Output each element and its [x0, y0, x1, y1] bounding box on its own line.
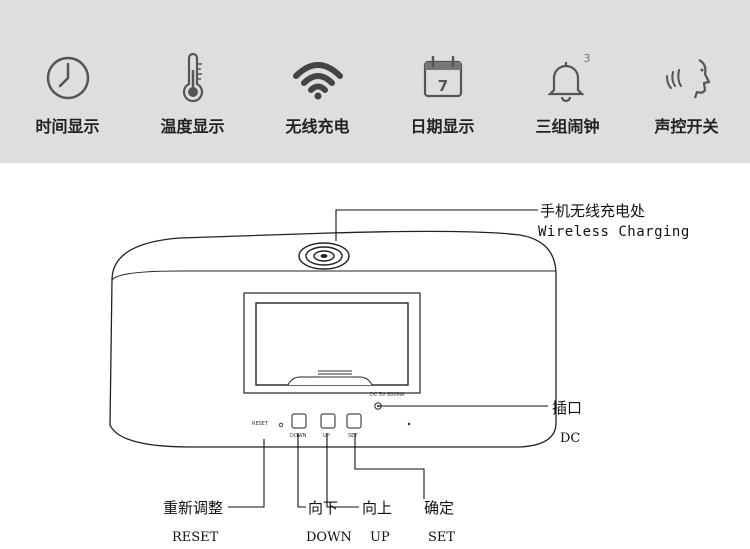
feature-alarm: 3 三组闹钟 — [505, 0, 630, 163]
up-callout-cn: 向上 — [362, 499, 393, 517]
feature-label: 日期显示 — [410, 117, 475, 136]
feature-label: 温度显示 — [160, 117, 225, 136]
calendar-badge: 7 — [437, 77, 447, 95]
feature-label: 三组闹钟 — [535, 117, 600, 136]
feature-label: 无线充电 — [285, 117, 350, 136]
wireless-callout-cn: 手机无线充电处 — [540, 202, 646, 220]
wireless-callout-en: Wireless Charging — [538, 224, 690, 240]
voice-icon — [659, 50, 715, 106]
feature-bar: 时间显示 温度显示 无线充电 7 日期显示 3 三组闹钟 声控开关 — [0, 0, 750, 163]
thermometer-icon — [165, 50, 221, 106]
feature-label: 声控开关 — [654, 117, 719, 136]
down-callout-cn: 向下 — [308, 499, 339, 517]
down-callout-en: DOWN — [306, 530, 352, 545]
alarm-badge: 3 — [583, 52, 590, 65]
device-set-label: SET — [348, 433, 358, 439]
clock-icon — [40, 50, 96, 106]
device-reset-label: RESET — [252, 421, 269, 427]
up-callout-en: UP — [370, 530, 390, 545]
feature-wireless: 无线充电 — [255, 0, 380, 163]
device-down-label: DOWN — [290, 433, 307, 439]
dc-callout-en: DC — [560, 431, 581, 446]
feature-voice: 声控开关 — [624, 0, 749, 163]
wireless-icon — [290, 50, 346, 106]
feature-time: 时间显示 — [5, 0, 130, 163]
device-up-label: UP — [323, 433, 330, 439]
reset-callout-en: RESET — [172, 530, 219, 545]
feature-temperature: 温度显示 — [130, 0, 255, 163]
calendar-icon: 7 — [415, 50, 471, 106]
feature-date: 7 日期显示 — [380, 0, 505, 163]
dc-callout-cn: 插口 — [552, 399, 583, 417]
device-drawing — [109, 209, 557, 508]
device-dc-spec: DC 5V 800MA — [370, 392, 405, 398]
reset-callout-cn: 重新调整 — [163, 499, 224, 517]
bell-icon: 3 — [540, 50, 596, 106]
set-callout-en: SET — [428, 530, 456, 545]
set-callout-cn: 确定 — [424, 499, 455, 517]
device-diagram: RESET DOWN UP SET DC 5V 800MA 手机无线充电处 Wi… — [0, 163, 750, 549]
feature-label: 时间显示 — [35, 117, 100, 136]
